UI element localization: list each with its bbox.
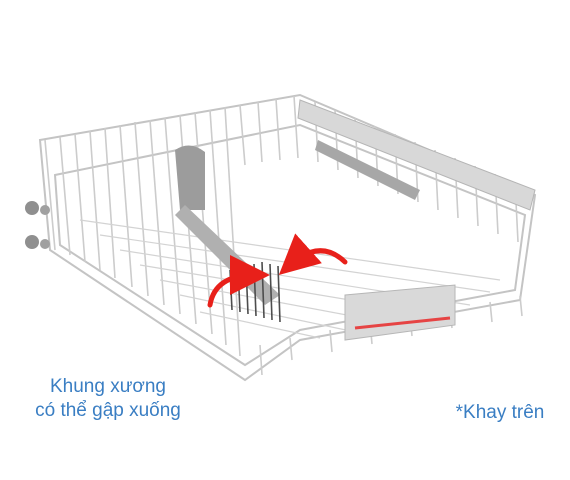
caption-line-2: có thể gập xuống (35, 400, 181, 421)
caption-line-1: Khung xương (49, 376, 167, 397)
foldable-frame-caption: Khung xương có thể gập xuống (18, 375, 198, 423)
cup-shelf (297, 99, 536, 211)
fold-arrows (207, 233, 348, 308)
rack-handle (344, 284, 456, 341)
rack-wheels (25, 201, 50, 249)
upper-rack-caption: *Khay trên (455, 402, 545, 423)
